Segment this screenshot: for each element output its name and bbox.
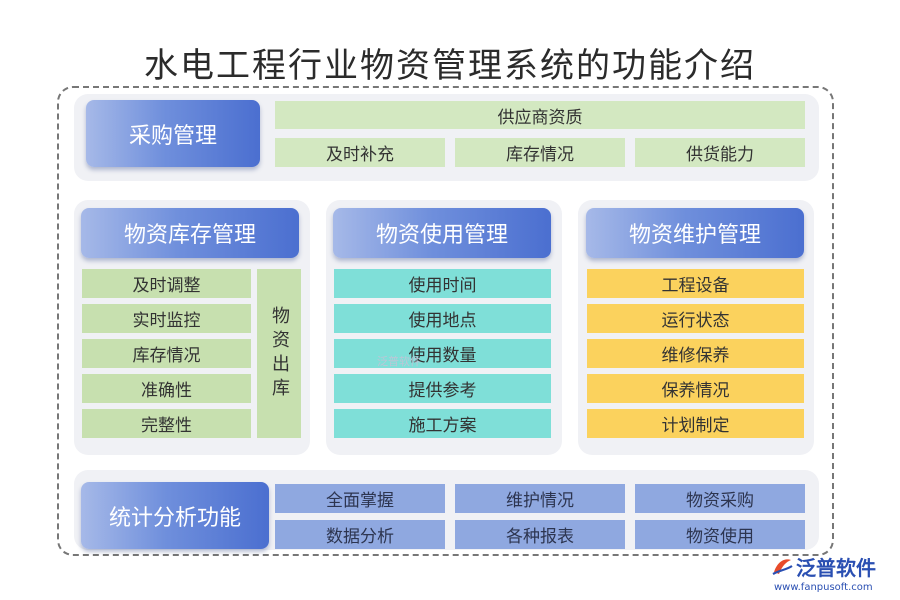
usage-item: 提供参考 [334, 374, 551, 403]
inventory-item: 准确性 [82, 374, 251, 403]
logo-text: 泛普软件 [796, 556, 876, 580]
statistics-item: 物资采购 [635, 484, 805, 513]
statistics-item: 维护情况 [455, 484, 625, 513]
procurement-top-item: 供应商资质 [275, 101, 805, 129]
inventory-header: 物资库存管理 [81, 208, 299, 258]
usage-item: 使用地点 [334, 304, 551, 333]
usage-item: 使用时间 [334, 269, 551, 298]
usage-item: 使用数量 [334, 339, 551, 368]
procurement-header: 采购管理 [86, 100, 260, 167]
inventory-item: 完整性 [82, 409, 251, 438]
fanpu-logo: 泛普软件 www.fanpusoft.com [770, 552, 900, 600]
statistics-item: 数据分析 [275, 520, 445, 549]
watermark-text: 泛普软件 [377, 355, 421, 368]
page-title: 水电工程行业物资管理系统的功能介绍 [144, 46, 756, 86]
maintenance-header: 物资维护管理 [586, 208, 804, 258]
dashed-frame [57, 86, 834, 556]
inventory-item: 及时调整 [82, 269, 251, 298]
usage-item: 施工方案 [334, 409, 551, 438]
statistics-header: 统计分析功能 [81, 482, 269, 549]
statistics-item: 各种报表 [455, 520, 625, 549]
usage-header: 物资使用管理 [333, 208, 551, 258]
inventory-outbound-text: 物资出库 [269, 305, 290, 402]
inventory-item: 实时监控 [82, 304, 251, 333]
inventory-item: 库存情况 [82, 339, 251, 368]
maintenance-item: 保养情况 [587, 374, 804, 403]
logo-url: www.fanpusoft.com [774, 582, 873, 593]
logo-icon [772, 559, 793, 575]
maintenance-item: 工程设备 [587, 269, 804, 298]
maintenance-item: 维修保养 [587, 339, 804, 368]
statistics-item: 物资使用 [635, 520, 805, 549]
maintenance-item: 运行状态 [587, 304, 804, 333]
statistics-item: 全面掌握 [275, 484, 445, 513]
procurement-item: 及时补充 [275, 138, 445, 167]
maintenance-item: 计划制定 [587, 409, 804, 438]
inventory-outbound-label: 物资出库 [257, 269, 301, 438]
procurement-item: 供货能力 [635, 138, 805, 167]
procurement-item: 库存情况 [455, 138, 625, 167]
